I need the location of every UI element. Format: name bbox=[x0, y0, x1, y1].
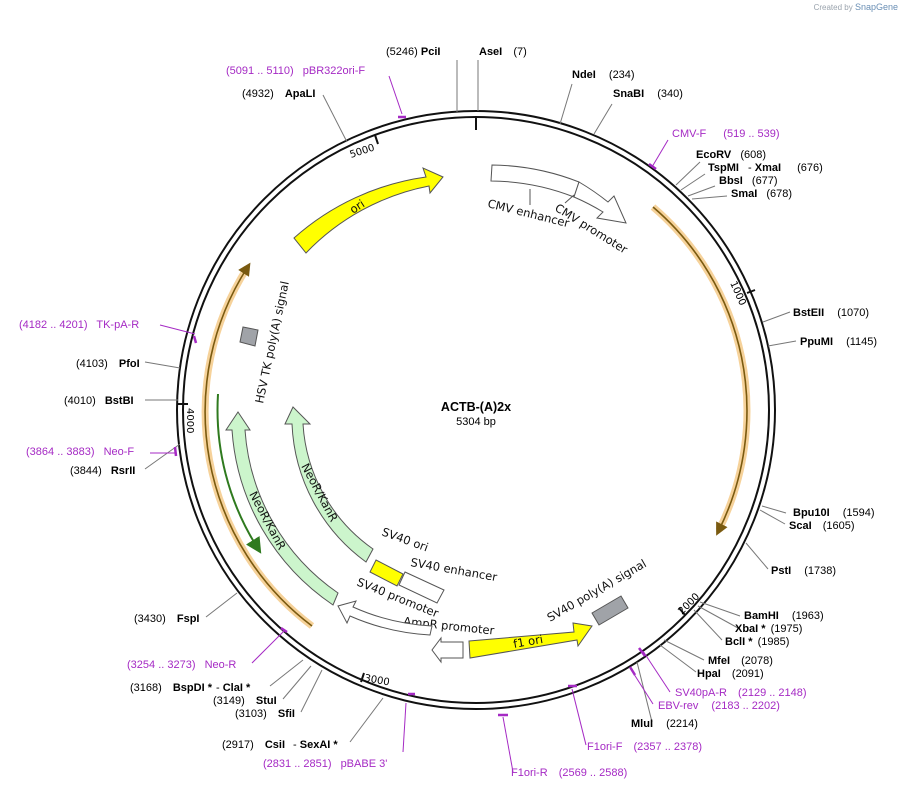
primer-pbr322ori-f: (5091 .. 5110) pBR322ori-F bbox=[226, 65, 365, 77]
site-bpu10i: Bpu10I (1594) bbox=[793, 507, 875, 519]
snapgene-logo: SnapGene bbox=[854, 2, 898, 12]
site-asei: AseI (7) bbox=[479, 46, 527, 58]
cmv-enhancer-feature bbox=[490, 164, 580, 198]
site-bbsi: BbsI (677) bbox=[719, 175, 778, 187]
primer-cmv-f: CMV-F (519 .. 539) bbox=[672, 128, 780, 140]
site-mfei: MfeI (2078) bbox=[708, 655, 773, 667]
primer-sv40pa-r: SV40pA-R (2129 .. 2148) bbox=[675, 687, 807, 699]
site-tspmi-xmai: TspMI - XmaI(676) bbox=[708, 162, 823, 174]
tick-label-4000: 4000 bbox=[184, 408, 195, 433]
hsv-tk-polya-label: HSV TK poly(A) signal bbox=[252, 280, 292, 405]
ampr-promoter-feature bbox=[431, 636, 464, 664]
tick-label-3000: 3000 bbox=[363, 673, 390, 688]
primer-tk-pa-r: (4182 .. 4201) TK-pA-R bbox=[19, 319, 139, 331]
ori-label: ori bbox=[347, 197, 367, 217]
f1-ori-feature bbox=[468, 622, 593, 659]
snapgene-credit: Created by SnapGene bbox=[814, 2, 898, 12]
plasmid-length: 5304 bp bbox=[456, 416, 496, 428]
cmv-promoter-feature bbox=[573, 181, 627, 224]
neor-kanr-inner-feature bbox=[284, 406, 374, 563]
f1-ori-label: f1 ori bbox=[512, 632, 544, 651]
primer-neo-r: (3254 .. 3273) Neo-R bbox=[127, 659, 236, 671]
site-pfoi: (4103) PfoI bbox=[76, 358, 140, 370]
sv40-polya-feature bbox=[591, 595, 629, 626]
credit-prefix: Created by bbox=[813, 3, 853, 12]
orf-arc-right bbox=[650, 204, 751, 536]
sv40-promoter-feature bbox=[337, 600, 433, 636]
sv40-enhancer-feature bbox=[398, 571, 445, 604]
site-ecorv: EcoRV (608) bbox=[696, 149, 766, 161]
orf-arc-left bbox=[201, 262, 315, 629]
neor-kanr-outer-feature bbox=[225, 411, 339, 606]
plasmid-name: ACTB-(A)2x bbox=[441, 400, 511, 414]
site-bsteii: BstEII (1070) bbox=[793, 307, 869, 319]
site-fspi: (3430) FspI bbox=[134, 613, 199, 625]
site-psti: PstI (1738) bbox=[771, 565, 836, 577]
site-bcli: BclI * (1985) bbox=[725, 636, 789, 648]
site-apali: (4932) ApaLI bbox=[242, 88, 315, 100]
sv40-ori-feature bbox=[369, 559, 404, 587]
tick-label-2000: 2000 bbox=[676, 591, 702, 617]
site-sfii: (3103) SfiI bbox=[235, 708, 295, 720]
site-pcii: (5246) PciI bbox=[386, 46, 440, 58]
primer-neo-f: (3864 .. 3883) Neo-F bbox=[26, 446, 134, 458]
neor-kanr-inner-label: NeoR/KanR bbox=[298, 461, 341, 524]
sv40-ori-label: SV40 ori bbox=[380, 525, 430, 555]
site-stui: (3149) StuI bbox=[213, 695, 277, 707]
primer-f1ori-f: F1ori-F (2357 .. 2378) bbox=[587, 741, 702, 753]
site-rsrii: (3844) RsrII bbox=[70, 465, 135, 477]
site-ndei: NdeI (234) bbox=[572, 69, 635, 81]
primer-leaders bbox=[150, 75, 671, 773]
tick-4000: 4000 bbox=[178, 403, 195, 433]
site-ppumi: PpuMI (1145) bbox=[800, 336, 877, 348]
site-bstbi: (4010) BstBI bbox=[64, 395, 134, 407]
primer-f1ori-r: F1ori-R (2569 .. 2588) bbox=[511, 767, 627, 779]
site-hpai: HpaI (2091) bbox=[697, 668, 764, 680]
ori-feature bbox=[293, 167, 444, 254]
primer-pbabe-3: (2831 .. 2851) pBABE 3' bbox=[263, 758, 387, 770]
site-bspdi-clai: (3168) BspDI *- ClaI * bbox=[130, 682, 251, 694]
tick-2000: 2000 bbox=[676, 591, 702, 617]
orf-arc-green bbox=[216, 393, 262, 554]
site-smai: SmaI (678) bbox=[731, 188, 792, 200]
site-xbai: XbaI * (1975) bbox=[735, 623, 802, 635]
site-leaders bbox=[144, 60, 797, 743]
neor-kanr-outer-label: NeoR/KanR bbox=[246, 489, 289, 552]
site-mlui: MluI (2214) bbox=[631, 718, 698, 730]
site-bamhi: BamHI (1963) bbox=[744, 610, 824, 622]
tick-3000: 3000 bbox=[360, 672, 390, 688]
site-snabi: SnaBI (340) bbox=[613, 88, 683, 100]
site-csii-sexai: (2917) CsiI- SexAI * bbox=[222, 739, 338, 751]
site-scai: ScaI (1605) bbox=[789, 520, 855, 532]
hsv-tk-polya-feature bbox=[239, 326, 259, 347]
primer-ebv-rev: EBV-rev (2183 .. 2202) bbox=[658, 700, 780, 712]
